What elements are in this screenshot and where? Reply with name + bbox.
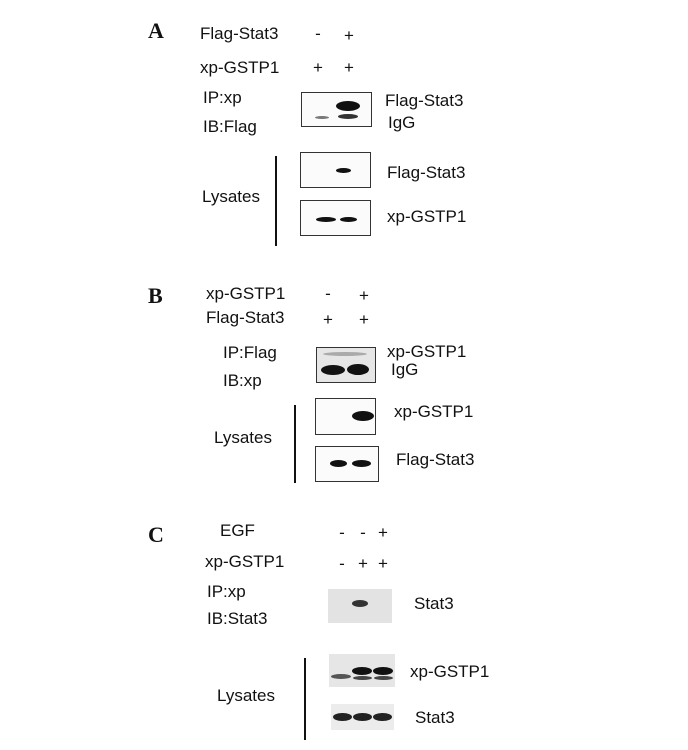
panel-b-lysate-blot-1: [315, 398, 376, 435]
panel-b-row1-label: xp-GSTP1: [206, 284, 286, 303]
panel-c-lysates-label: Lysates: [217, 686, 275, 705]
panel-a-blot1-label-1: Flag-Stat3: [385, 91, 464, 110]
panel-a-blot1-label-2: IgG: [388, 113, 416, 132]
panel-a-lysates-bracket: [275, 156, 277, 246]
panel-a-lysates-label: Lysates: [202, 187, 260, 206]
band: [331, 674, 351, 679]
panel-c-ip-blot: [328, 589, 392, 623]
band: [373, 713, 392, 721]
panel-c-ib-label: IB:Stat3: [207, 609, 268, 628]
band: [352, 460, 371, 467]
band: [374, 676, 393, 680]
panel-c-lysate-blot-2: [331, 704, 394, 730]
band: [336, 168, 351, 173]
panel-c-lys-label-1: xp-GSTP1: [410, 662, 490, 681]
panel-b-row1-sign-2: +: [359, 286, 369, 305]
panel-a-lysate-blot-2: [300, 200, 371, 236]
panel-c-row1-sign-2: -: [360, 523, 366, 542]
panel-a-row2-sign-2: +: [344, 58, 354, 77]
panel-a-row1-sign-1: -: [315, 24, 321, 43]
panel-a-row1-sign-2: +: [344, 26, 354, 45]
panel-a-lys-label-2: xp-GSTP1: [387, 207, 467, 226]
panel-a-ip-blot: [301, 92, 372, 127]
band: [316, 217, 336, 222]
panel-b-lys-label-1: xp-GSTP1: [394, 402, 474, 421]
panel-c-row1-label: EGF: [220, 521, 255, 540]
band: [353, 676, 372, 680]
band: [352, 600, 368, 607]
panel-b-row2-sign-1: +: [323, 310, 333, 329]
panel-a-letter: A: [148, 18, 164, 43]
panel-a-row2-label: xp-GSTP1: [200, 58, 280, 77]
panel-b-row1-sign-1: -: [325, 284, 331, 303]
panel-c-row2-sign-3: +: [378, 554, 388, 573]
panel-c-row2-sign-2: +: [358, 554, 368, 573]
band: [340, 217, 357, 222]
panel-b-lysates-label: Lysates: [214, 428, 272, 447]
band: [352, 411, 374, 421]
panel-c-lys-label-2: Stat3: [415, 708, 455, 727]
band: [315, 116, 329, 119]
band: [353, 713, 372, 721]
panel-b-lys-label-2: Flag-Stat3: [396, 450, 475, 469]
panel-a-lys-label-1: Flag-Stat3: [387, 163, 466, 182]
panel-a-ib-label: IB:Flag: [203, 117, 257, 136]
band: [338, 114, 358, 119]
panel-b-blot1-label-1: xp-GSTP1: [387, 342, 467, 361]
panel-a-row2-sign-1: +: [313, 58, 323, 77]
panel-b-lysate-blot-2: [315, 446, 379, 482]
panel-b-ib-label: IB:xp: [223, 371, 262, 390]
panel-b-row2-label: Flag-Stat3: [206, 308, 285, 327]
panel-a-ip-label: IP:xp: [203, 88, 242, 107]
band: [347, 364, 369, 375]
band: [336, 101, 360, 111]
panel-b-ip-label: IP:Flag: [223, 343, 277, 362]
panel-b-blot1-label-2: IgG: [391, 360, 419, 379]
panel-c-letter: C: [148, 522, 164, 547]
panel-c-blot1-label: Stat3: [414, 594, 454, 613]
panel-a-row1-label: Flag-Stat3: [200, 24, 279, 43]
panel-a-lysate-blot-1: [300, 152, 371, 188]
panel-c-lysate-blot-1: [329, 654, 395, 687]
panel-b-letter: B: [148, 283, 163, 308]
panel-c-ip-label: IP:xp: [207, 582, 246, 601]
panel-c-row1-sign-3: +: [378, 523, 388, 542]
panel-c-row2-sign-1: -: [339, 554, 345, 573]
panel-b-ip-blot: [316, 347, 376, 383]
panel-b-lysates-bracket: [294, 405, 296, 483]
band: [352, 667, 372, 675]
band: [323, 352, 367, 356]
panel-c-row2-label: xp-GSTP1: [205, 552, 285, 571]
panel-b-row2-sign-2: +: [359, 310, 369, 329]
panel-c-row1-sign-1: -: [339, 523, 345, 542]
panel-c-lysates-bracket: [304, 658, 306, 740]
band: [321, 365, 345, 375]
band: [330, 460, 347, 467]
band: [373, 667, 393, 675]
band: [333, 713, 352, 721]
